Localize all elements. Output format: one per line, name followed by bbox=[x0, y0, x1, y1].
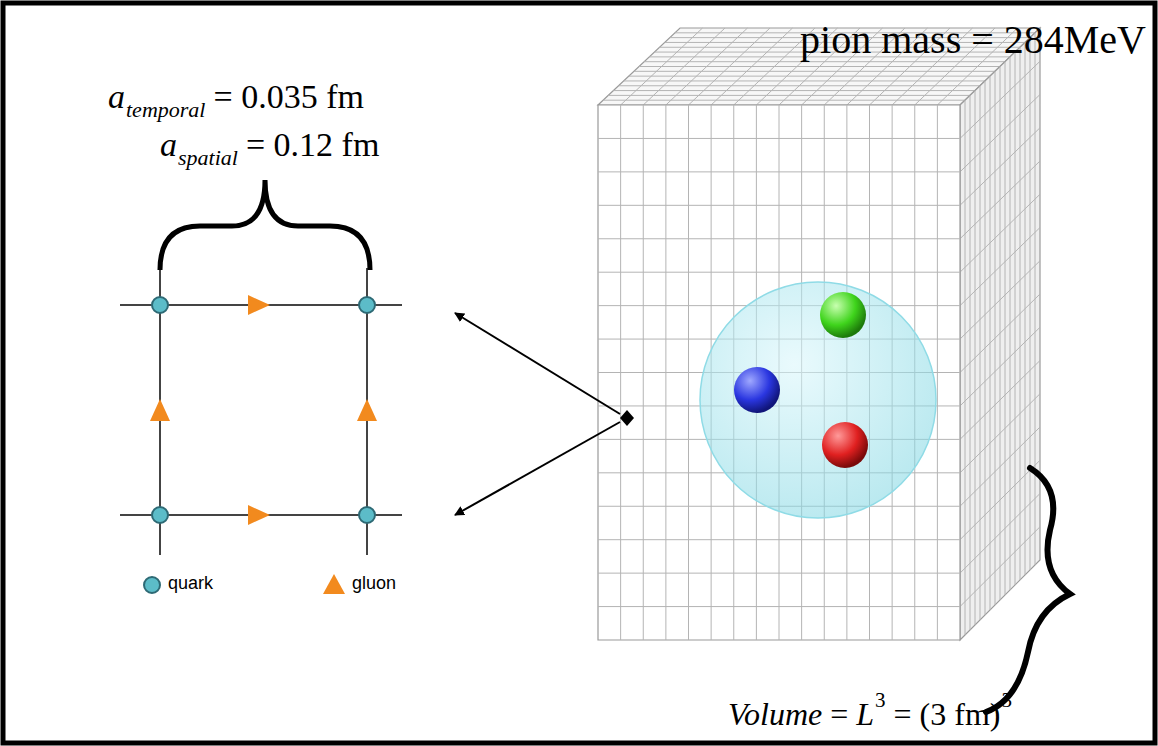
grid-line bbox=[1010, 57, 1011, 590]
grid-line bbox=[1005, 62, 1006, 595]
grid-line bbox=[960, 294, 1040, 373]
spacing-subscript: temporal bbox=[126, 98, 205, 122]
grid-line bbox=[1035, 33, 1036, 565]
spacing-symbol: a bbox=[108, 78, 125, 115]
volume-exponent: 3 bbox=[1001, 689, 1012, 712]
grid-line bbox=[598, 539, 960, 540]
spacing-brace bbox=[160, 180, 370, 270]
legend-quark-symbol bbox=[144, 577, 160, 593]
grid-line bbox=[1015, 52, 1016, 585]
spacing-value: = 0.035 fm bbox=[213, 78, 363, 115]
legend-text: quark bbox=[168, 574, 213, 594]
pion-mass-label: pion mass = 284MeV bbox=[800, 18, 1146, 62]
quark-dot bbox=[152, 507, 168, 523]
zoom-arrow bbox=[455, 422, 620, 515]
spacing-value: = 0.12 fm bbox=[246, 126, 379, 163]
lattice-cube bbox=[598, 28, 1040, 640]
zoom-arrow bbox=[455, 313, 620, 414]
blue-quark bbox=[734, 367, 780, 413]
grid-line bbox=[1025, 42, 1026, 575]
cube-face bbox=[598, 105, 960, 640]
volume-exponent: 3 bbox=[875, 689, 886, 712]
spacing-symbol: a bbox=[160, 126, 177, 163]
volume-value: = (3 fm) bbox=[894, 697, 1001, 732]
grid-line bbox=[960, 394, 1040, 473]
grid-line bbox=[598, 606, 960, 607]
grid-line bbox=[960, 527, 1040, 607]
volume-symbol: L bbox=[856, 697, 874, 732]
spacing-subscript: spatial bbox=[178, 146, 238, 170]
grid-line bbox=[960, 327, 1040, 406]
volume-label: Volume bbox=[728, 697, 822, 732]
gluon-triangle bbox=[357, 399, 377, 421]
grid-line bbox=[960, 494, 1040, 574]
volume-equals: = bbox=[830, 697, 848, 732]
legend-text: gluon bbox=[352, 574, 396, 594]
zoom-marker bbox=[620, 410, 634, 426]
legend-gluon-symbol bbox=[323, 574, 345, 594]
grid-line bbox=[1030, 38, 1031, 570]
grid-line bbox=[598, 573, 960, 574]
plaquette bbox=[120, 268, 402, 555]
grid-line bbox=[960, 460, 1040, 539]
quark-dot bbox=[359, 507, 375, 523]
red-quark bbox=[822, 422, 868, 468]
grid-line bbox=[1020, 47, 1021, 580]
grid-line bbox=[960, 361, 1040, 440]
cube-face bbox=[960, 28, 1040, 640]
gluon-triangle bbox=[248, 295, 270, 315]
quark-dot bbox=[152, 297, 168, 313]
gluon-triangle bbox=[150, 399, 170, 421]
gluon-triangle bbox=[248, 505, 270, 525]
hadron-sphere bbox=[700, 282, 936, 518]
green-quark bbox=[820, 292, 866, 338]
grid-line bbox=[937, 105, 938, 640]
volume-brace bbox=[986, 468, 1070, 712]
quark-dot bbox=[359, 297, 375, 313]
frame bbox=[3, 3, 1155, 743]
